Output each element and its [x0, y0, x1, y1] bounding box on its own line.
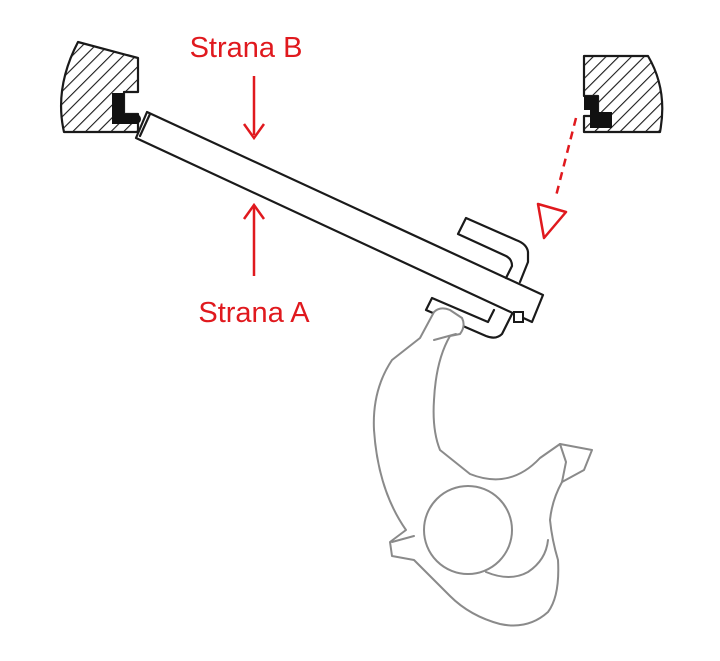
- person-figure: [372, 307, 593, 627]
- side-a-marker: Strana A: [198, 202, 310, 329]
- left-frame-seal: [112, 93, 138, 124]
- door-hinge: [131, 114, 141, 124]
- door-leaf: [134, 110, 545, 324]
- side-a-label: Strana A: [198, 297, 310, 329]
- left-wall-section: [59, 40, 141, 134]
- door-handle: [424, 216, 530, 339]
- right-wall-section: [582, 54, 664, 134]
- side-b-label: Strana B: [190, 32, 303, 64]
- swing-direction-arrow: [536, 117, 578, 240]
- right-frame-seal: [584, 96, 612, 128]
- side-b-marker: Strana B: [190, 32, 303, 141]
